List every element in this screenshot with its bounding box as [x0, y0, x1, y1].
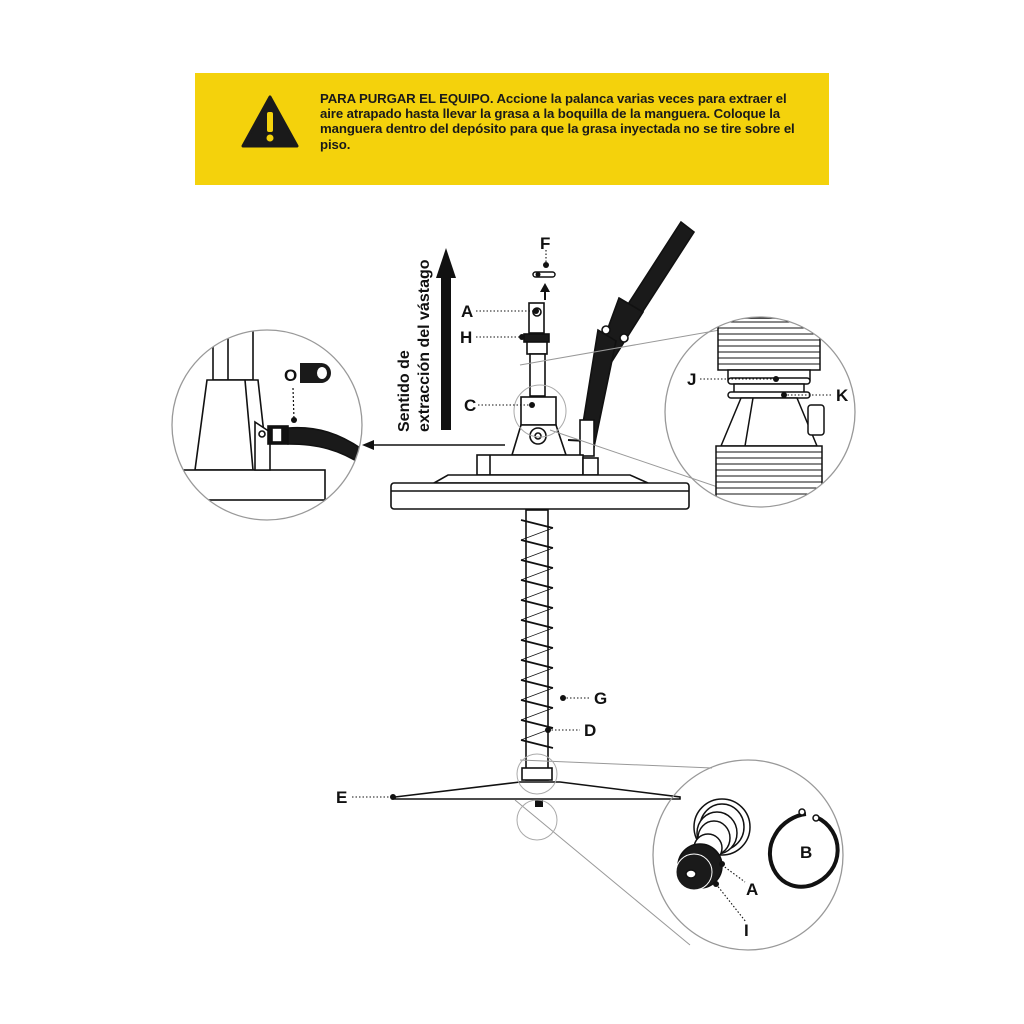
direction-label-line1: Sentido de — [396, 350, 413, 432]
label-g: G — [594, 689, 607, 708]
pin-f — [532, 271, 556, 300]
warning-body: Accione la palanca varias veces para ext… — [320, 91, 795, 152]
detail-circle-follower — [652, 759, 844, 951]
label-j: J — [687, 370, 696, 389]
label-c: C — [464, 396, 476, 415]
warning-text: PARA PURGAR EL EQUIPO. Accione la palanc… — [320, 91, 805, 152]
spring-rod — [394, 509, 681, 807]
label-a-top: A — [461, 302, 473, 321]
label-i: I — [744, 921, 749, 940]
detail-circle-hose — [171, 329, 363, 521]
warning-triangle-icon — [241, 95, 299, 148]
detail-circle-seals — [664, 316, 856, 508]
label-k: K — [836, 386, 849, 405]
hose-arrow — [362, 440, 505, 450]
leader-lines — [352, 250, 832, 923]
label-o: O — [284, 366, 297, 385]
label-d: D — [584, 721, 596, 740]
extraction-direction-arrow — [436, 248, 456, 430]
warning-banner: PARA PURGAR EL EQUIPO. Accione la palanc… — [195, 73, 829, 185]
label-b: B — [800, 843, 812, 862]
spring-coil — [520, 519, 554, 749]
pump-head — [390, 220, 696, 510]
warning-lead: PARA PURGAR EL EQUIPO. — [320, 91, 494, 106]
direction-label-line2: extracción del vástago — [416, 259, 433, 432]
leader-dots — [390, 262, 787, 887]
label-h: H — [460, 328, 472, 347]
label-a-bottom: A — [746, 880, 758, 899]
label-e: E — [336, 788, 347, 807]
label-f: F — [540, 234, 550, 253]
